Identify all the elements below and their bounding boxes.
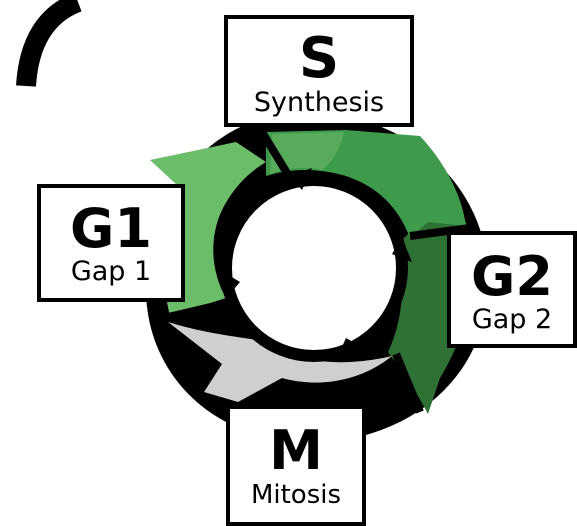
phase-box-g1: G1 Gap 1 (37, 184, 185, 302)
m-arrow-segment (168, 322, 392, 402)
phase-code-m: M (269, 419, 323, 482)
phase-code-g2: G2 (471, 245, 553, 308)
phase-box-m: M Mitosis (226, 405, 366, 526)
segment-separator (392, 352, 424, 414)
segment-separator (258, 129, 294, 181)
phase-code-s: S (298, 26, 340, 91)
inner-notch (290, 168, 312, 190)
phase-box-s: S Synthesis (224, 15, 414, 127)
inner-notch (392, 238, 412, 262)
phase-name-s: Synthesis (253, 87, 385, 118)
inner-notch (336, 338, 360, 360)
inner-notch (220, 270, 240, 296)
center-hole (220, 174, 408, 362)
corner-bracket (16, 0, 82, 87)
phase-name-g2: Gap 2 (471, 304, 553, 335)
phase-code-g1: G1 (70, 197, 152, 260)
segment-separator (163, 298, 233, 322)
s-arrow-highlight (270, 132, 344, 174)
phase-name-g1: Gap 1 (70, 256, 152, 287)
phase-name-m: Mitosis (250, 480, 342, 510)
phase-box-g2: G2 Gap 2 (447, 231, 577, 348)
segment-separator (409, 224, 471, 240)
